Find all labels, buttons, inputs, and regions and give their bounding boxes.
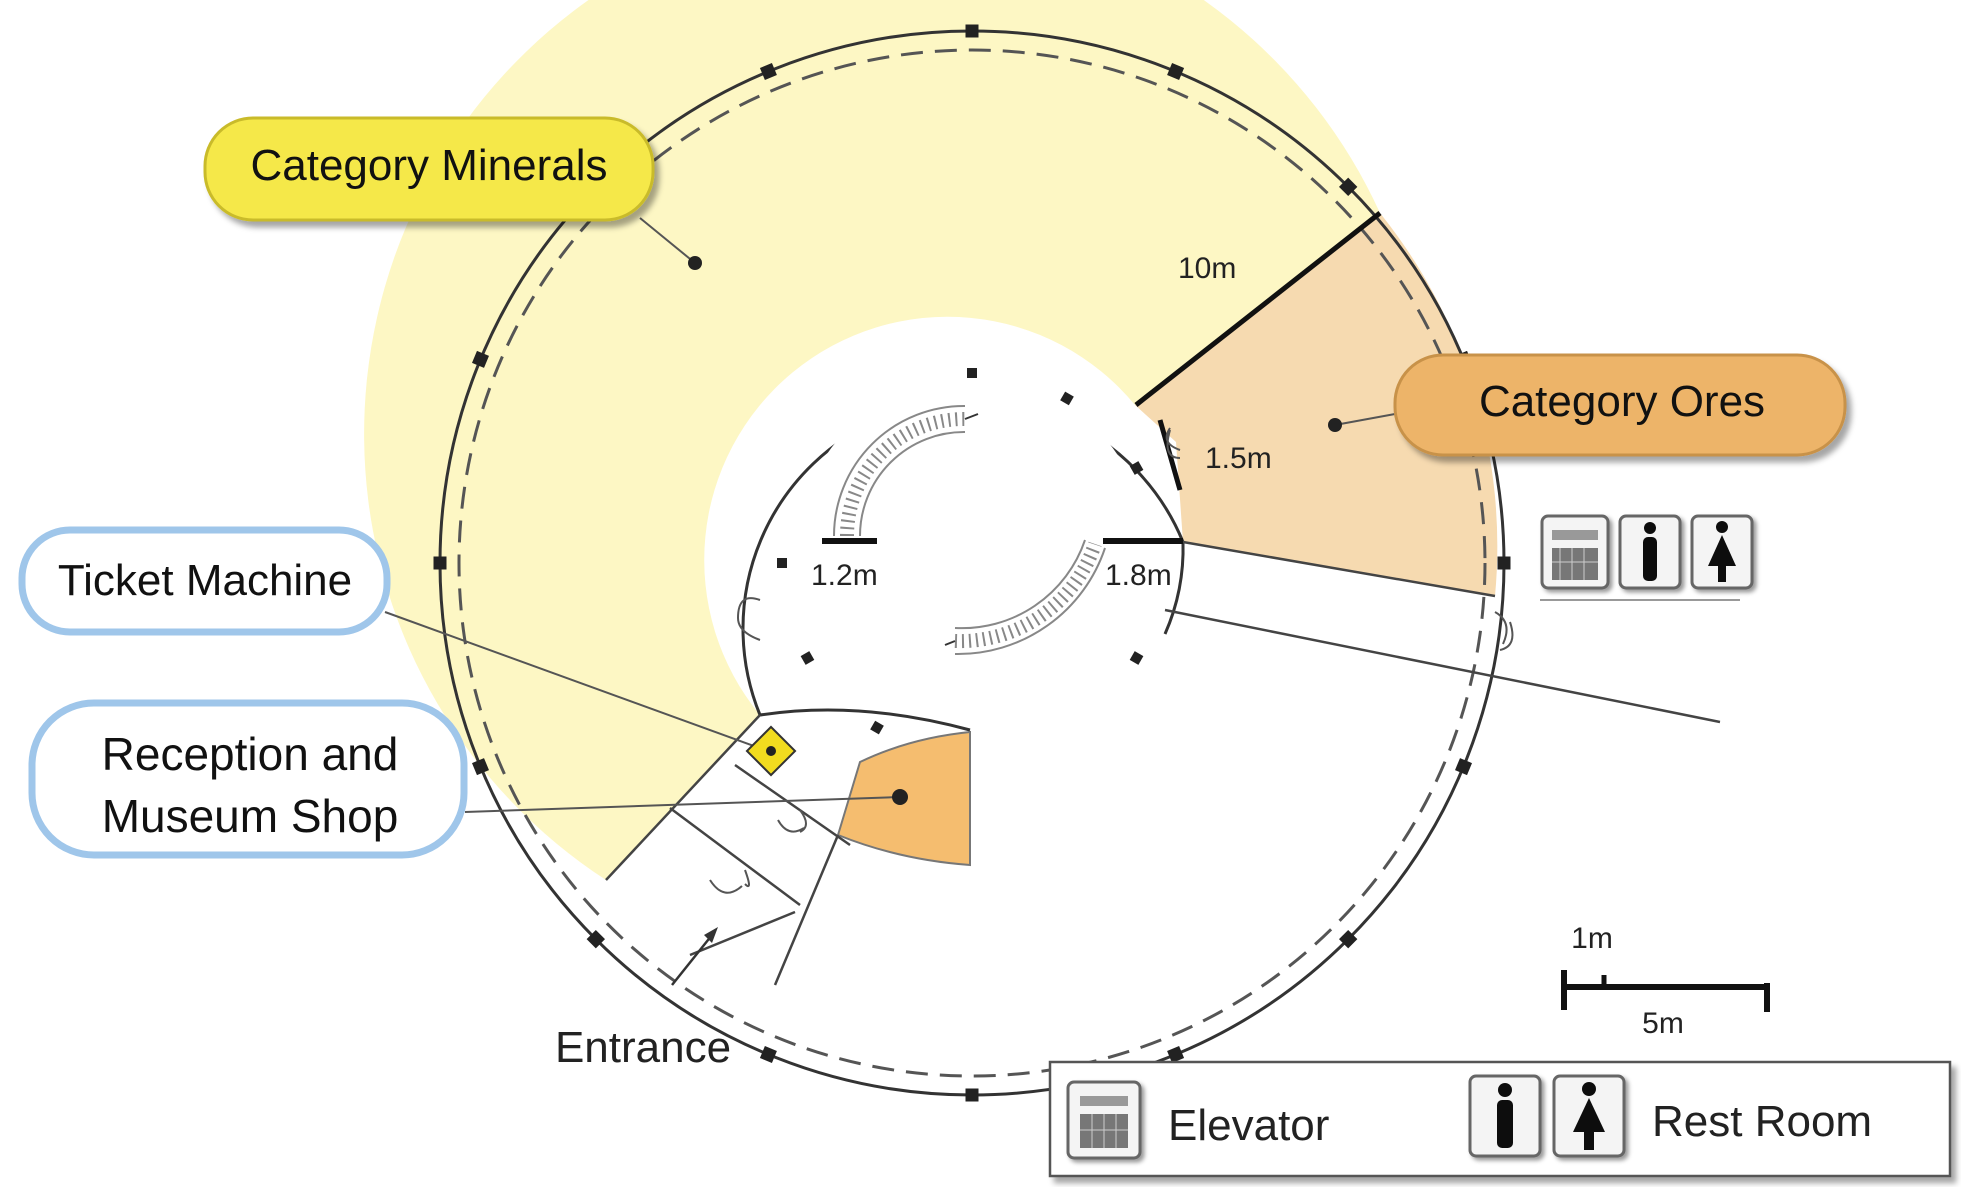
female-restroom-icon[interactable] — [1690, 514, 1754, 590]
ticket-machine-icon[interactable] — [745, 725, 797, 777]
entrance-arrow-icon — [671, 927, 718, 986]
callout-ores[interactable]: Category Ores — [1393, 353, 1847, 457]
wall-marker — [1497, 556, 1511, 570]
wall-marker — [586, 929, 606, 949]
minerals-zone[interactable] — [364, 0, 1380, 880]
dim-1-5m: 1.5m — [1205, 442, 1272, 475]
callout-minerals[interactable]: Category Minerals — [203, 116, 655, 222]
scale-5m-label: 5m — [1642, 1007, 1684, 1040]
callout-ticket-machine[interactable]: Ticket Machine — [18, 526, 391, 636]
wall-marker — [870, 720, 884, 735]
callout-reception-line1: Reception and — [102, 728, 399, 780]
wall-marker — [965, 1088, 979, 1102]
callout-ticket-label: Ticket Machine — [58, 556, 352, 605]
wall-marker — [472, 758, 489, 776]
entrance-label: Entrance — [555, 1023, 731, 1072]
callout-reception[interactable]: Reception and Museum Shop — [28, 699, 468, 859]
male-restroom-icon[interactable] — [1618, 514, 1682, 590]
wall-marker — [1167, 63, 1185, 80]
scale-bar: 1m 5m — [1561, 922, 1770, 1040]
wall-marker — [1060, 391, 1074, 406]
wall-marker — [1129, 461, 1144, 475]
ores-facility-icons — [1540, 514, 1754, 601]
ores-zone[interactable] — [1135, 213, 1498, 596]
dim-10m: 10m — [1178, 252, 1236, 285]
elevator-icon[interactable] — [1540, 514, 1610, 590]
callout-ores-label: Category Ores — [1479, 377, 1765, 426]
wall-marker — [1455, 758, 1472, 776]
wall-marker — [967, 368, 977, 378]
wall-marker — [759, 63, 777, 80]
legend-female-icon — [1552, 1074, 1626, 1158]
legend-elevator-icon — [1066, 1080, 1142, 1160]
callout-minerals-label: Category Minerals — [250, 141, 607, 190]
legend-male-icon — [1468, 1074, 1542, 1158]
wall-marker — [965, 24, 979, 38]
wall-marker — [800, 651, 815, 665]
legend-restroom-label: Rest Room — [1652, 1097, 1872, 1146]
divider-10m — [1134, 211, 1382, 407]
wall-marker — [1129, 651, 1144, 665]
callout-reception-line2: Museum Shop — [102, 790, 399, 842]
wall-marker — [1338, 929, 1358, 949]
dim-1-8m: 1.8m — [1105, 559, 1172, 592]
upper-staircase — [833, 404, 979, 537]
wall-marker — [433, 556, 447, 570]
legend-elevator-label: Elevator — [1168, 1101, 1329, 1150]
wall-marker — [759, 1046, 777, 1063]
dim-1-2m: 1.2m — [811, 559, 878, 592]
corridor-wall — [1164, 608, 1721, 724]
wall-marker — [1167, 1046, 1185, 1063]
wall-marker — [472, 350, 489, 368]
display-dashed-ring — [457, 48, 1487, 1078]
scale-1m-label: 1m — [1571, 922, 1613, 955]
wall-marker — [777, 558, 787, 568]
wall-marker — [1338, 177, 1358, 197]
legend: Elevator Rest Room — [1048, 1060, 1952, 1178]
lower-staircase — [944, 539, 1106, 656]
